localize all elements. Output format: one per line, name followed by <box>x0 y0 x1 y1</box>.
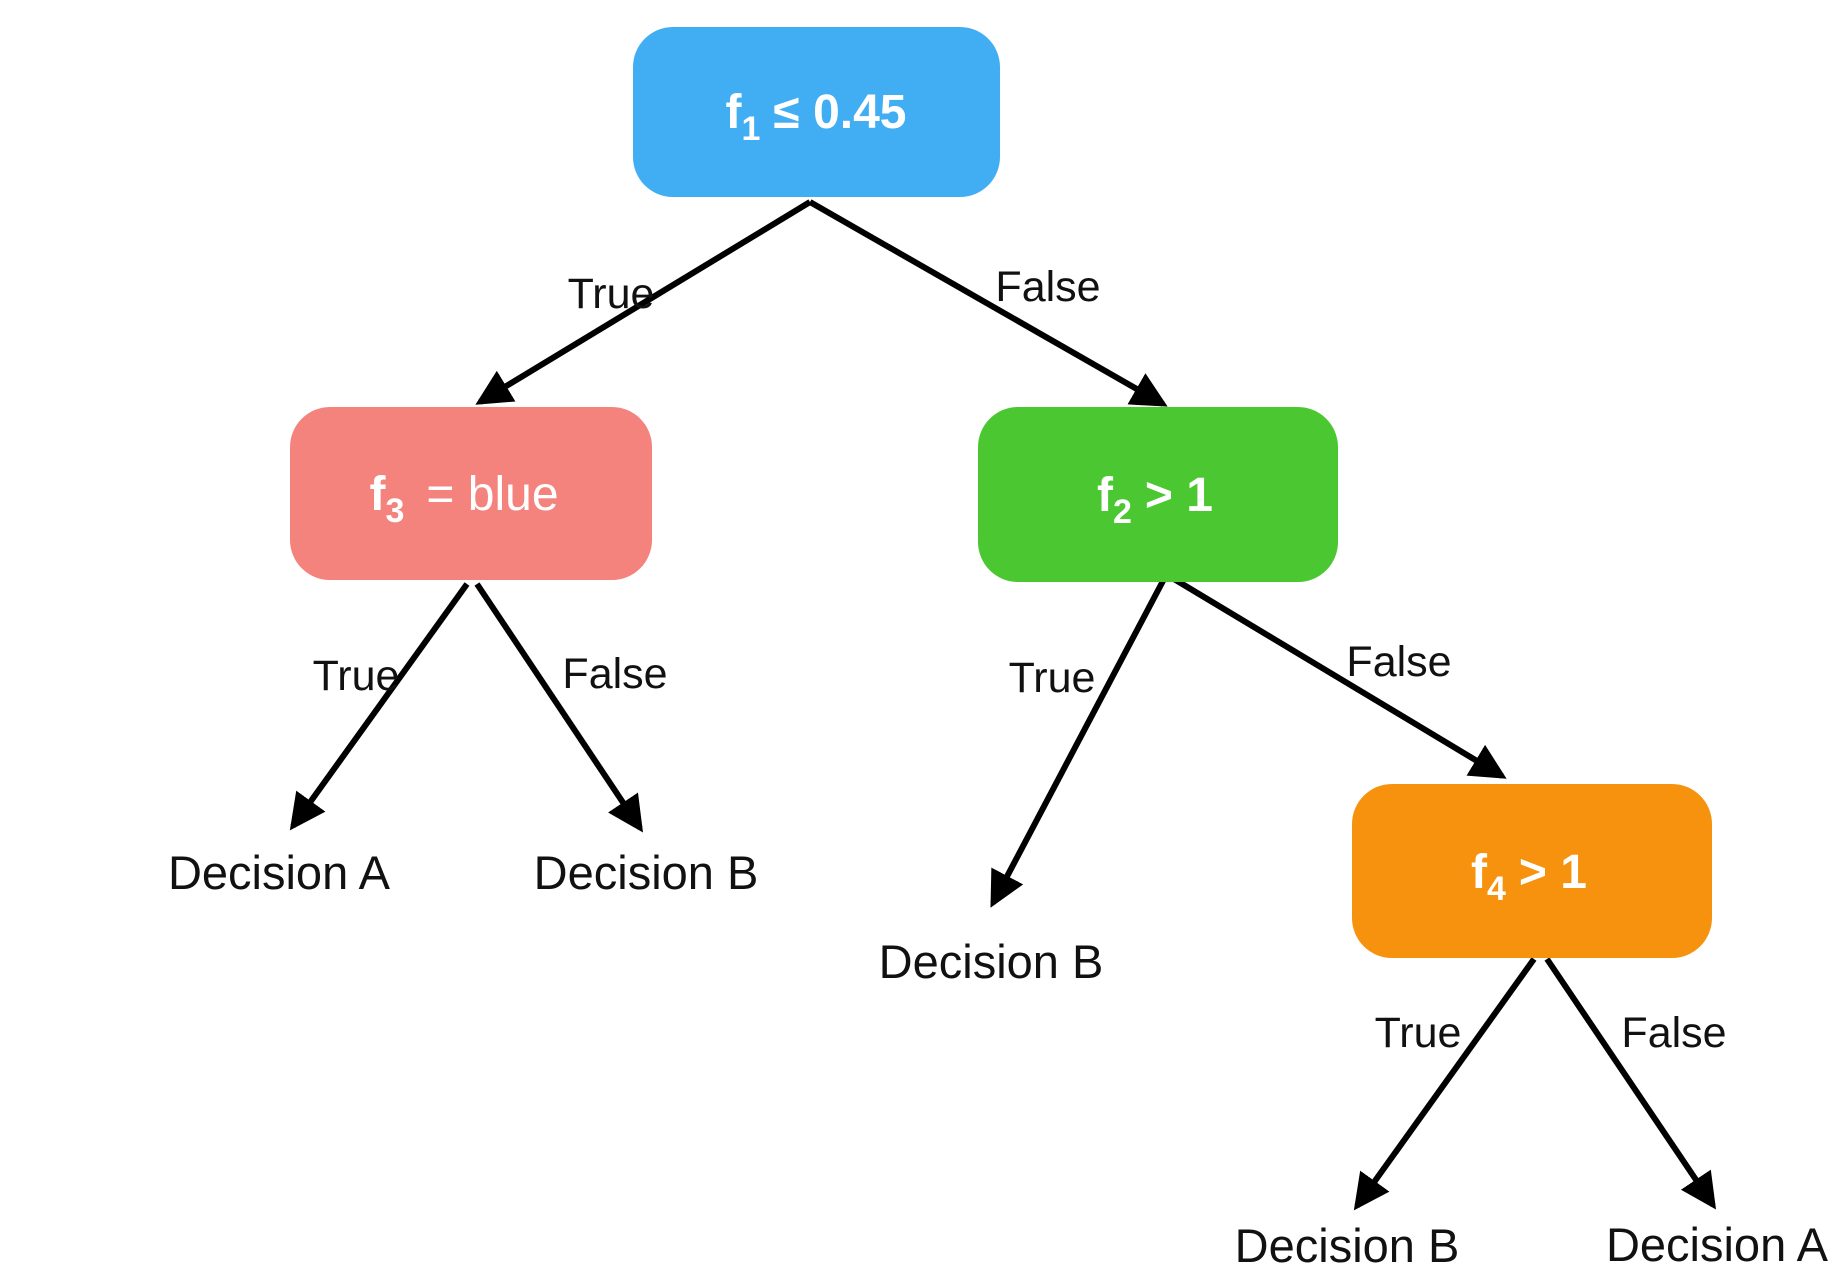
edge-left-false-arrow <box>474 582 643 833</box>
edge-label-root-true: True <box>568 270 655 318</box>
edge-labels: True False True False True False True Fa… <box>313 263 1727 1057</box>
node-left-box <box>290 407 652 580</box>
edge-label-right-true: True <box>1009 654 1096 702</box>
node-left: f3= blue <box>290 407 652 580</box>
node-right-right-label: f4> 1 <box>1471 846 1587 908</box>
node-right-right-box <box>1352 784 1712 958</box>
leaf-labels: Decision A Decision B Decision B Decisio… <box>168 846 1829 1272</box>
node-root: f1≤ 0.45 <box>633 27 1000 197</box>
edge-label-rr-true: True <box>1375 1009 1462 1057</box>
node-root-box <box>633 27 1000 197</box>
edge-right-false-arrow <box>1172 576 1507 779</box>
edge-label-root-false: False <box>995 263 1100 311</box>
edge-rr-false-arrow <box>1544 957 1717 1210</box>
tree-edges <box>289 199 1717 1211</box>
edge-left-true-arrow <box>289 582 470 831</box>
node-right-label: f2> 1 <box>1097 469 1213 531</box>
edge-label-left-false: False <box>562 650 667 698</box>
edge-root-true-arrow <box>475 199 812 405</box>
edge-rr-true-arrow <box>1353 957 1537 1211</box>
edge-label-left-true: True <box>313 652 400 700</box>
edge-right-true-arrow <box>990 577 1167 908</box>
node-left-label: f3= blue <box>369 468 558 530</box>
leaf-rr-false: Decision A <box>1606 1218 1829 1271</box>
node-right-box <box>978 407 1338 582</box>
edge-label-rr-false: False <box>1621 1009 1726 1057</box>
node-right: f2> 1 <box>978 407 1338 582</box>
leaf-right-true: Decision B <box>879 935 1104 988</box>
leaf-left-false: Decision B <box>534 846 759 899</box>
leaf-left-true: Decision A <box>168 846 391 899</box>
node-root-label: f1≤ 0.45 <box>725 86 906 148</box>
edge-root-false-arrow <box>808 199 1168 407</box>
edge-label-right-false: False <box>1346 638 1451 686</box>
leaf-rr-true: Decision B <box>1235 1219 1460 1272</box>
node-right-right: f4> 1 <box>1352 784 1712 958</box>
